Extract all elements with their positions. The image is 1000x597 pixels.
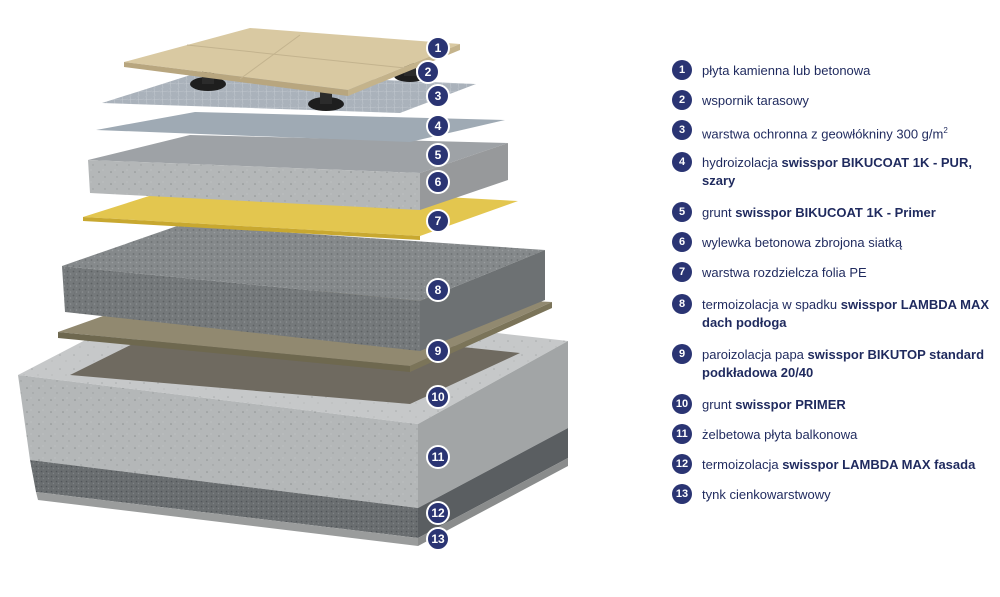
legend-text: hydroizolacja swisspor BIKUCOAT 1K - PUR…	[702, 154, 992, 190]
diagram-badge-1: 1	[426, 36, 450, 60]
legend-badge: 2	[672, 90, 692, 110]
legend-text: wylewka betonowa zbrojona siatką	[702, 234, 992, 252]
legend-text: płyta kamienna lub betonowa	[702, 62, 992, 80]
legend-text-sup: 2	[943, 126, 948, 135]
badge-circle	[426, 445, 450, 469]
diagram-badge-10: 10	[426, 385, 450, 409]
legend-text-bold: swisspor BIKUTOP standard podkładowa 20/…	[702, 347, 985, 380]
legend-text: termoizolacja swisspor LAMBDA MAX fasada	[702, 456, 992, 474]
diagram-badge-6: 6	[426, 170, 450, 194]
legend-text-bold: swisspor LAMBDA MAX fasada	[782, 457, 976, 472]
legend-text-plain: grunt	[702, 397, 736, 412]
legend-text-bold: swisspor LAMBDA MAX dach podłoga	[702, 297, 990, 330]
badge-number: 6	[435, 175, 442, 189]
legend-badge: 7	[672, 262, 692, 282]
legend-text-plain: warstwa rozdzielcza folia PE	[702, 265, 867, 280]
badge-circle	[426, 36, 450, 60]
legend-text: grunt swisspor PRIMER	[702, 396, 992, 414]
legend-text-plain: warstwa ochronna z geowłókniny 300 g/m	[702, 126, 944, 142]
legend-text: tynk cienkowarstwowy	[702, 486, 992, 504]
badge-number: 4	[435, 119, 442, 133]
legend-badge: 11	[672, 424, 692, 444]
diagram-badge-13: 13	[426, 527, 450, 551]
legend-badge: 3	[672, 120, 692, 140]
legend-text-plain: termoizolacja w spadku	[702, 297, 841, 312]
legend-text-plain: żelbetowa płyta balkonowa	[702, 427, 858, 442]
legend-text: warstwa rozdzielcza folia PE	[702, 264, 992, 282]
legend-text-plain: termoizolacja	[702, 457, 783, 472]
legend-text-plain: wylewka betonowa zbrojona siatką	[702, 235, 903, 250]
legend-text: wspornik tarasowy	[702, 92, 992, 110]
badge-number: 8	[435, 283, 442, 297]
diagram-badge-2: 2	[416, 60, 440, 84]
legend-text-plain: płyta kamienna lub betonowa	[702, 63, 871, 78]
badge-circle	[426, 385, 450, 409]
legend-badge: 5	[672, 202, 692, 222]
legend-text-bold: swisspor PRIMER	[735, 397, 846, 412]
badge-circle	[426, 339, 450, 363]
badge-circle	[416, 60, 440, 84]
badge-number: 1	[435, 41, 442, 55]
diagram-badge-12: 12	[426, 501, 450, 525]
legend-badge: 13	[672, 484, 692, 504]
diagram-badge-11: 11	[426, 445, 450, 469]
badge-circle	[426, 527, 450, 551]
legend-text: grunt swisspor BIKUCOAT 1K - Primer	[702, 204, 992, 222]
diagram-badge-7: 7	[426, 209, 450, 233]
badge-number: 12	[431, 506, 445, 520]
legend-text-plain: tynk cienkowarstwowy	[702, 487, 831, 502]
legend-badge: 8	[672, 294, 692, 314]
legend-text: warstwa ochronna z geowłókniny 300 g/m2	[702, 122, 992, 143]
badge-number: 10	[431, 390, 445, 404]
badge-circle	[426, 114, 450, 138]
legend-badge: 10	[672, 394, 692, 414]
legend-badge: 12	[672, 454, 692, 474]
diagram-badge-3: 3	[426, 84, 450, 108]
badge-number: 9	[435, 344, 442, 358]
badge-number: 11	[432, 450, 445, 464]
diagram-badge-8: 8	[426, 278, 450, 302]
legend-text-bold: swisspor BIKUCOAT 1K - Primer	[735, 205, 936, 220]
legend-text: żelbetowa płyta balkonowa	[702, 426, 992, 444]
badge-circle	[426, 84, 450, 108]
legend-text-plain: hydroizolacja	[702, 155, 782, 170]
diagram-badge-5: 5	[426, 143, 450, 167]
legend-text: termoizolacja w spadku swisspor LAMBDA M…	[702, 296, 992, 332]
legend-badge: 9	[672, 344, 692, 364]
legend-text: paroizolacja papa swisspor BIKUTOP stand…	[702, 346, 992, 382]
badge-number: 3	[435, 89, 442, 103]
badge-circle	[426, 501, 450, 525]
legend-badge: 4	[672, 152, 692, 172]
legend-badge: 1	[672, 60, 692, 80]
legend-text-bold: swisspor BIKUCOAT 1K - PUR, szary	[702, 155, 972, 188]
layer-insulation	[62, 225, 545, 351]
badge-number: 2	[425, 65, 432, 79]
badge-number: 5	[435, 148, 442, 162]
badge-number: 13	[431, 532, 445, 546]
legend-text-plain: grunt	[702, 205, 736, 220]
badge-number: 7	[435, 214, 442, 228]
badge-circle	[426, 170, 450, 194]
badge-circle	[426, 278, 450, 302]
layer-geotextile	[96, 112, 505, 142]
badge-circle	[426, 143, 450, 167]
diagram-badge-4: 4	[426, 114, 450, 138]
diagram-badge-9: 9	[426, 339, 450, 363]
badge-circle	[426, 209, 450, 233]
legend-text-plain: paroizolacja papa	[702, 347, 808, 362]
legend-badge: 6	[672, 232, 692, 252]
legend-text-plain: wspornik tarasowy	[702, 93, 809, 108]
